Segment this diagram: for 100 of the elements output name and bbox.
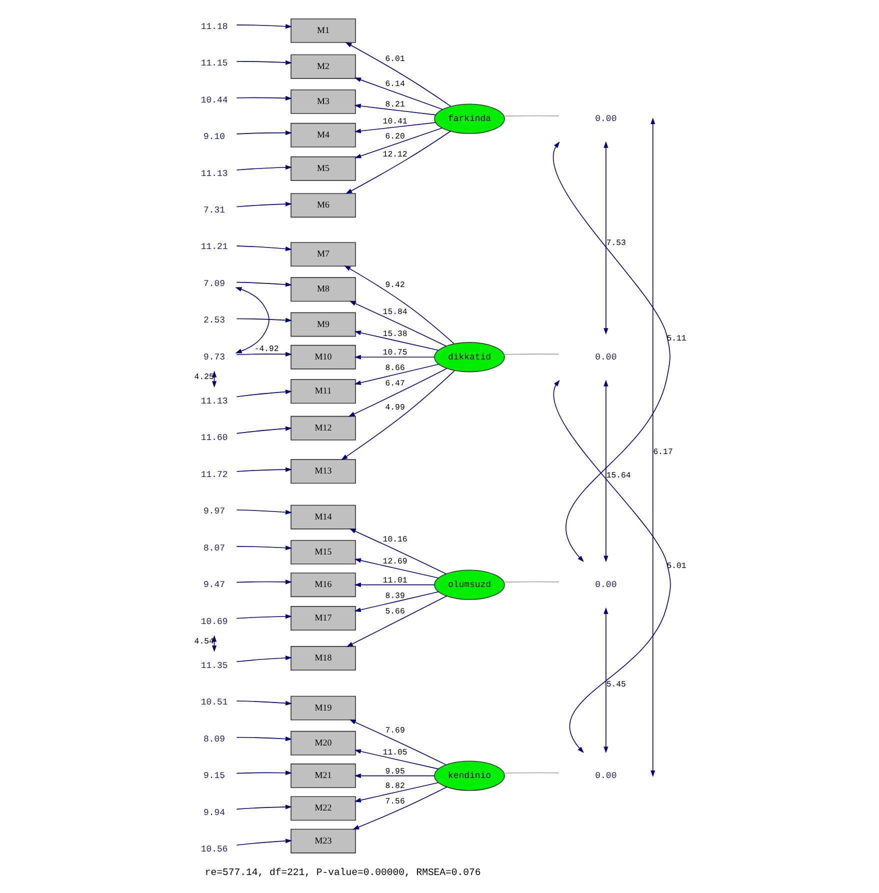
edge-label: 12.12 — [382, 150, 408, 160]
node-box: M7 — [290, 242, 356, 267]
arrow — [236, 838, 292, 846]
arrow — [354, 330, 439, 351]
edge-label: 15.64 — [606, 471, 631, 480]
node-box: M16 — [290, 572, 356, 598]
arrow — [344, 266, 455, 344]
arrow — [236, 390, 292, 398]
arrow — [604, 141, 608, 335]
edge-label: 4.54 — [194, 637, 214, 646]
arrow — [236, 736, 292, 742]
node-box: M23 — [290, 828, 356, 854]
arrow — [236, 60, 292, 65]
node-box: M8 — [290, 277, 356, 302]
arrow — [354, 558, 439, 578]
caption: re=577.14, df=221, P-value=0.00000, RMSEA=0.076 — [204, 867, 481, 878]
edge-label: 11.05 — [382, 748, 408, 758]
node-box: M6 — [290, 193, 356, 218]
node-text: 11.35 — [200, 660, 228, 671]
node-ellipse: olumsuzd — [434, 570, 505, 600]
node-text: 8.07 — [204, 543, 226, 554]
arrow — [354, 582, 435, 588]
node-text: 9.97 — [204, 506, 226, 517]
node-box: M14 — [290, 504, 356, 530]
edge-label: 8.21 — [385, 100, 405, 110]
arrow — [604, 380, 608, 562]
arrow — [348, 368, 448, 417]
node-box: M15 — [290, 540, 356, 564]
arrow — [236, 700, 292, 706]
edge-label: 11.01 — [382, 576, 408, 586]
edge-label: 5.45 — [606, 680, 626, 690]
arrow — [354, 364, 440, 385]
arrow — [354, 104, 436, 116]
arrow — [236, 202, 292, 208]
edge-label: 4.99 — [385, 403, 405, 412]
edge-label: 10.16 — [382, 536, 408, 545]
arrow — [236, 24, 292, 29]
connector — [503, 115, 560, 117]
arrow — [604, 607, 608, 754]
node-box: M9 — [290, 312, 356, 337]
arrow — [235, 287, 270, 354]
edge-label: 7.69 — [385, 726, 405, 736]
arrow — [236, 426, 292, 434]
node-box: M4 — [290, 122, 356, 148]
arrow — [352, 786, 448, 830]
node-box: M12 — [290, 416, 356, 440]
node-box: M21 — [290, 764, 356, 788]
edge-label: 7.56 — [385, 798, 405, 807]
node-box: M10 — [290, 344, 356, 370]
node-text: 10.69 — [200, 616, 228, 627]
edge-label: 7.53 — [606, 238, 626, 248]
arrow — [354, 749, 439, 770]
node-text: 11.13 — [200, 396, 228, 406]
edge-label: 15.84 — [382, 308, 408, 317]
arrow — [236, 770, 292, 776]
node-text: 11.18 — [200, 22, 228, 32]
node-text: 7.31 — [204, 206, 226, 216]
edge-label: 10.41 — [382, 118, 408, 127]
edge-label: 9.42 — [385, 280, 405, 290]
node-box: M22 — [290, 796, 356, 821]
arrow — [346, 596, 448, 647]
node-text: 10.44 — [200, 95, 228, 106]
arrow — [236, 165, 292, 170]
node-text: 9.94 — [204, 808, 226, 818]
node-text: 11.60 — [200, 433, 228, 444]
arrow — [236, 510, 292, 514]
edge-label: 8.82 — [385, 782, 405, 792]
arrow — [553, 380, 671, 754]
node-box: M13 — [290, 459, 356, 484]
edge-label: 12.69 — [382, 558, 408, 567]
node-text: 2.53 — [204, 316, 226, 326]
node-ellipse: dikkatid — [434, 342, 505, 372]
connector — [503, 581, 560, 583]
arrow — [354, 591, 440, 612]
arrow — [552, 142, 670, 562]
node-box: M20 — [290, 730, 356, 756]
node-text: 11.72 — [200, 470, 228, 480]
node-text: 0.00 — [595, 580, 617, 590]
arrow — [354, 128, 443, 158]
edge-label: 8.39 — [385, 592, 405, 601]
node-box: M19 — [290, 696, 356, 720]
node-ellipse: kendinio — [434, 760, 505, 791]
arrow — [236, 546, 292, 550]
arrow — [650, 118, 656, 778]
node-box: M18 — [290, 646, 356, 671]
node-box: M2 — [290, 54, 356, 79]
arrow — [236, 614, 292, 619]
node-text: 11.21 — [200, 242, 228, 252]
edge-label: 4.25 — [194, 373, 214, 382]
arrow — [236, 318, 292, 322]
edge-label: 6.47 — [385, 380, 405, 389]
node-text: 10.56 — [200, 844, 228, 855]
node-text: 9.47 — [204, 580, 226, 590]
arrow — [236, 96, 292, 100]
node-box: M3 — [290, 89, 356, 114]
arrow — [349, 528, 447, 574]
arrow — [236, 130, 292, 136]
node-text: 11.15 — [200, 58, 228, 69]
node-text: 0.00 — [595, 771, 617, 782]
node-box: M17 — [290, 606, 356, 631]
